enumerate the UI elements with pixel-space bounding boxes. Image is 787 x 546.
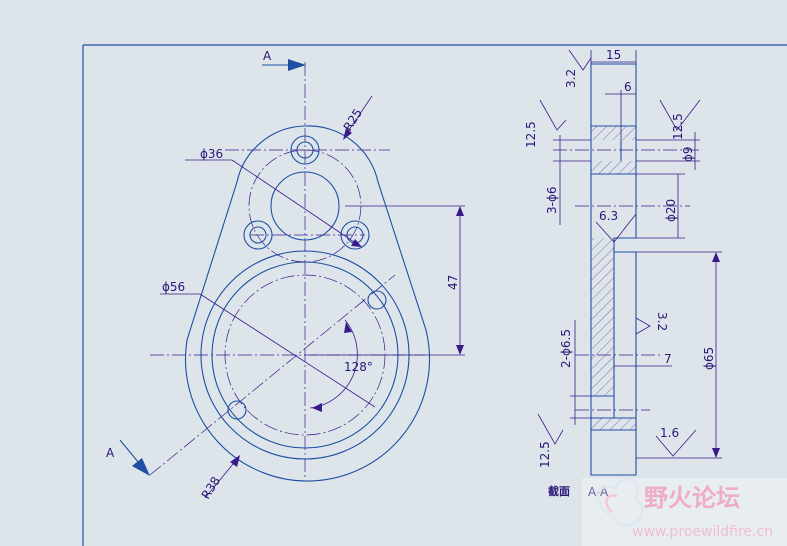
r25-label: R25: [341, 106, 365, 133]
d56-leader: [199, 293, 376, 408]
plate-outline: [184, 125, 431, 482]
hatch-hole-zone: [591, 366, 614, 396]
hatch-bottom: [591, 418, 636, 430]
section-marker-top: A: [263, 49, 272, 63]
r25-leader: [344, 95, 373, 137]
watermark-title: 野火论坛: [644, 484, 740, 512]
rough-bottom-right-symbol: [655, 429, 697, 457]
angle128-arc: [309, 319, 358, 409]
hatch-top-upper: [591, 126, 636, 140]
rough-32b-symbol: [635, 317, 651, 335]
front-view: A A R25 ϕ36 ϕ56 47 128° R38: [106, 49, 465, 502]
d65-label: ϕ65: [702, 347, 716, 370]
d56-label: ϕ56: [162, 280, 185, 294]
r38-leader: [204, 457, 239, 499]
watermark-logo: [595, 477, 644, 528]
pitch-hole-lower-left: [227, 400, 247, 420]
hatch-body-left: [591, 238, 614, 366]
d65-arrow-bottom: [712, 448, 720, 458]
dim47-arrow-bottom: [456, 345, 464, 355]
r38-label: R38: [199, 474, 223, 501]
rough-top-label: 3.2: [564, 69, 578, 88]
rough-right-label: 12.5: [671, 113, 685, 140]
d65-arrow-top: [712, 252, 720, 262]
rough-bottom-left-symbol: [537, 413, 564, 445]
rough-bottom-right-label: 1.6: [660, 426, 679, 440]
left-hole-outer: [243, 220, 273, 250]
d36-leader: [231, 159, 361, 247]
w6-label: 6: [624, 80, 632, 94]
rough-mid-symbol: [595, 213, 637, 243]
angle128-arrow-top: [344, 322, 352, 333]
section-view: 15 6 3.2 12.5 12.5 ϕ9 3-ϕ6 ϕ20 6.3: [524, 48, 722, 499]
angle128-label: 128°: [344, 360, 373, 374]
left-hole-inner: [249, 226, 267, 244]
top-hole-outer: [290, 135, 320, 165]
pitch-hole-upper-right: [367, 290, 387, 310]
angle128-arrow-bottom: [312, 403, 322, 412]
watermark-url: www.proewildfire.cn: [632, 524, 773, 540]
d9-label: ϕ9: [681, 146, 695, 162]
d20-label: ϕ20: [664, 199, 678, 222]
r38-arrow: [230, 455, 240, 467]
section-arrow-top-head: [288, 59, 306, 71]
drawing-frame: [82, 44, 787, 546]
rough-left-symbol: [539, 99, 567, 131]
dim47-label: 47: [446, 275, 460, 290]
section-arrow-bottom-head: [132, 458, 150, 476]
rough-bottom-left-label: 12.5: [538, 441, 552, 468]
section-plane-line: [149, 274, 396, 476]
rough-32b-label: 3.2: [655, 312, 669, 331]
watermark-backdrop: [582, 478, 787, 546]
w15-label: 15: [606, 48, 621, 62]
watermark: 野火论坛 www.proewildfire.cn: [582, 477, 787, 546]
rough-mid-label: 6.3: [599, 209, 618, 223]
section-marker-bottom: A: [106, 446, 115, 460]
r25-arrow: [343, 128, 352, 140]
top-hole-inner: [296, 141, 314, 159]
rough-left-label: 12.5: [524, 121, 538, 148]
dim7-label: 7: [664, 352, 672, 366]
hatch-top-lower: [591, 161, 636, 174]
right-hole-outer: [340, 220, 370, 250]
holes2-label: 2-ϕ6.5: [559, 329, 573, 368]
d36-arrow: [351, 239, 362, 247]
holes3-label: 3-ϕ6: [545, 186, 559, 214]
section-label-prefix: 截面: [548, 484, 570, 498]
dim47-arrow-top: [456, 206, 464, 216]
rough-top-symbol: [568, 49, 592, 71]
rough-right-symbol: [659, 99, 701, 131]
center-boss-hole: [270, 171, 340, 241]
d36-label: ϕ36: [200, 147, 223, 161]
